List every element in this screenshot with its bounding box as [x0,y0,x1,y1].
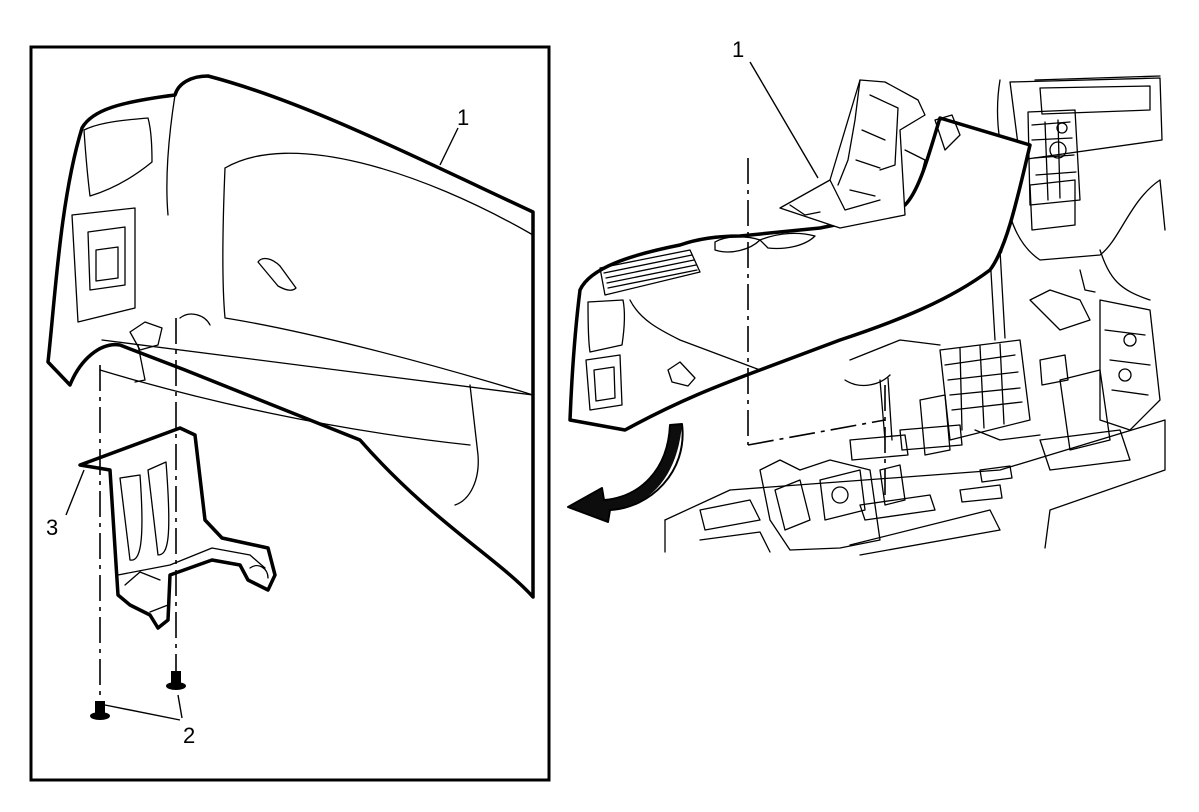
leader-3 [65,469,85,516]
console-assembly [568,79,1032,432]
leader-1-overview [749,61,819,179]
left-detail-panel: 1 2 3 [29,45,551,782]
fastener-left [90,701,110,720]
mounting-bracket [78,426,277,630]
alignment-line-floor [747,419,886,446]
vehicle-interior [664,75,1166,556]
callout-1-overview: 1 [732,37,744,62]
curved-removal-arrow-icon [567,423,684,523]
callout-2: 2 [183,723,195,748]
console-shell-detail [46,74,535,599]
detail-frame [29,45,551,782]
callout-3: 3 [46,515,58,540]
leader-1-detail [439,127,459,166]
callout-1-detail: 1 [457,105,469,130]
right-overview: 1 [567,37,1166,556]
fastener-right [166,671,186,690]
leader-2 [104,694,183,721]
